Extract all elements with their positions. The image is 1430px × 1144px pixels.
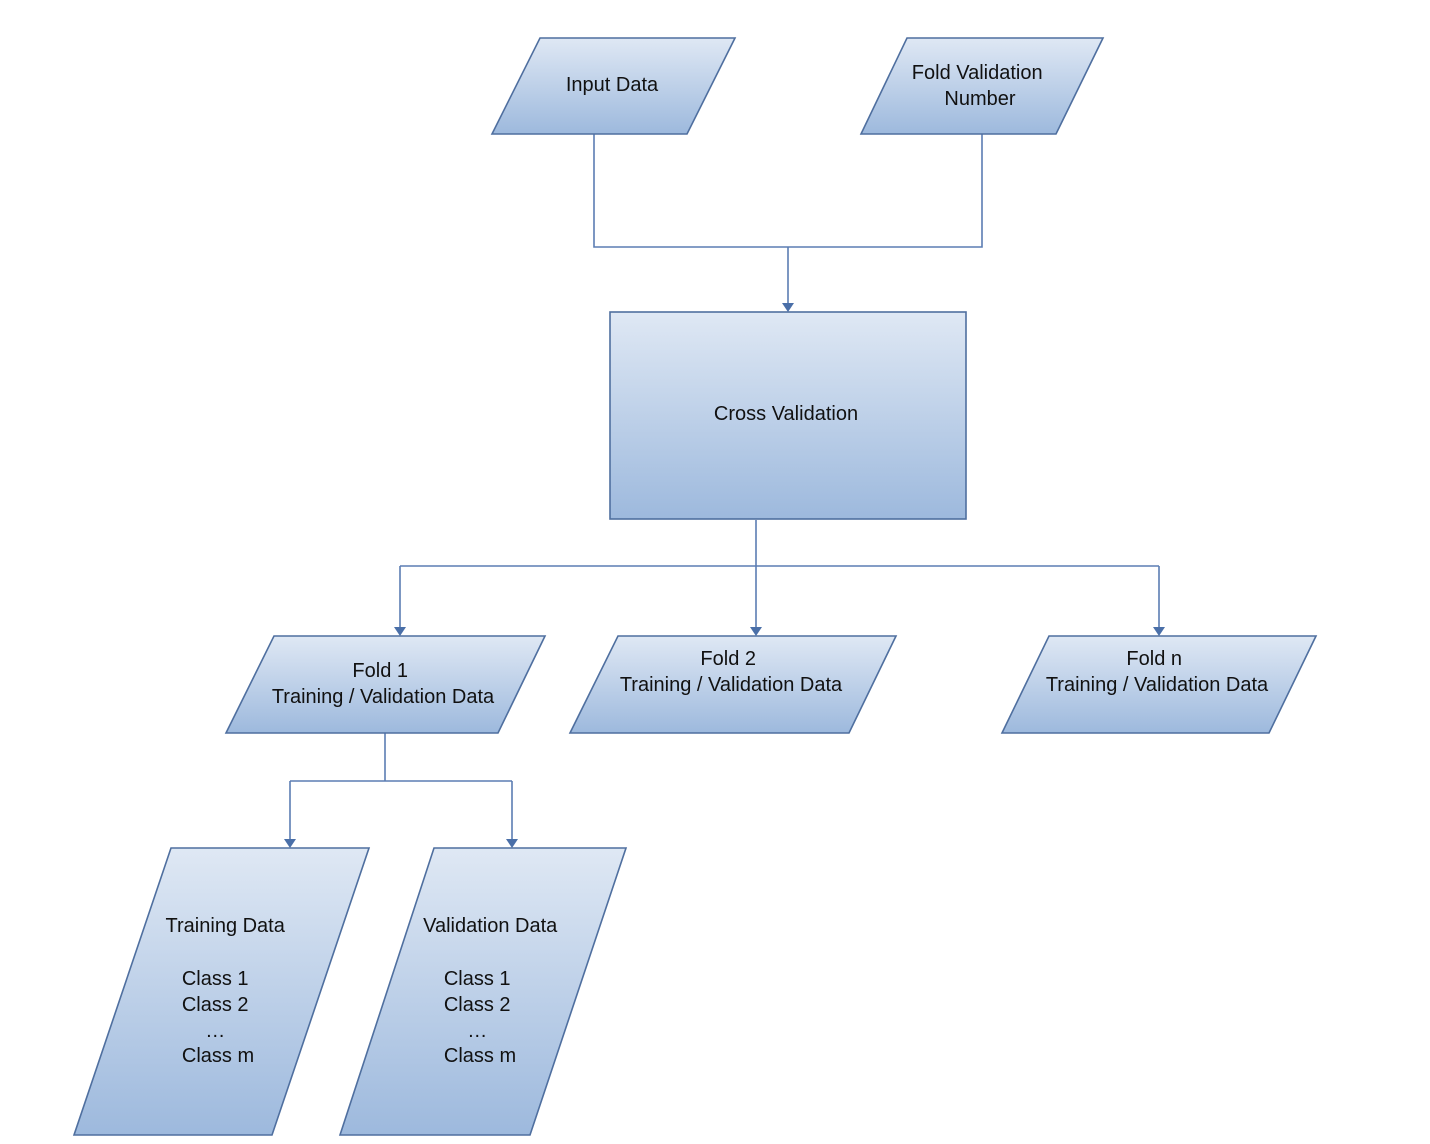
- training-data-ellipsis: …: [205, 1020, 225, 1042]
- fold-1-shape: [224, 635, 547, 734]
- validation-data-label: Validation Data Class 1 Class 2 … Class …: [423, 915, 563, 1067]
- validation-data-class-1: Class 1: [444, 968, 511, 990]
- cross-validation-label: Cross Validation: [714, 403, 858, 425]
- node-training-data: Training Data Class 1 Class 2 … Class m: [72, 847, 371, 1136]
- node-fold-validation-number: Fold Validation Number: [859, 37, 1105, 135]
- validation-data-ellipsis: …: [467, 1020, 487, 1042]
- training-data-class-2: Class 2: [182, 994, 249, 1016]
- fold-n-label: Fold n Training / Validation Data: [1046, 648, 1269, 696]
- fold-2-line-1: Fold 2: [700, 648, 756, 670]
- training-data-shape: [72, 847, 371, 1136]
- connector-input-data: [593, 134, 788, 248]
- connector-fold-validation-number: [788, 134, 983, 248]
- training-data-title: Training Data: [166, 915, 286, 937]
- cross-validation-shape: [609, 311, 967, 520]
- arrow-training-data: [284, 839, 296, 848]
- connectors: [284, 134, 1165, 848]
- fold-2-line-2: Training / Validation Data: [620, 674, 843, 696]
- validation-data-class-m: Class m: [444, 1045, 516, 1067]
- node-fold-1: Fold 1 Training / Validation Data: [224, 635, 547, 734]
- node-cross-validation: Cross Validation: [609, 311, 967, 520]
- fold-validation-number-label: Fold Validation Number: [912, 62, 1048, 110]
- training-data-label: Training Data Class 1 Class 2 … Class m: [166, 915, 291, 1067]
- fold-n-line-1: Fold n: [1126, 648, 1182, 670]
- fold-n-shape: [1000, 635, 1318, 734]
- arrow-fold-n: [1153, 627, 1165, 636]
- arrow-cross-validation: [782, 303, 794, 312]
- input-data-label: Input Data: [566, 74, 659, 96]
- arrow-fold-1: [394, 627, 406, 636]
- input-data-shape: [490, 37, 737, 135]
- node-input-data: Input Data: [490, 37, 737, 135]
- fold-n-line-2: Training / Validation Data: [1046, 674, 1269, 696]
- fold-2-shape: [568, 635, 898, 734]
- fold-1-label: Fold 1 Training / Validation Data: [272, 660, 495, 708]
- validation-data-class-2: Class 2: [444, 994, 511, 1016]
- arrow-fold-2: [750, 627, 762, 636]
- cross-validation-line-1: Cross Validation: [714, 403, 858, 425]
- fold-2-label: Fold 2 Training / Validation Data: [620, 648, 843, 696]
- fold-validation-number-shape: [859, 37, 1105, 135]
- input-data-line-1: Input Data: [566, 74, 659, 96]
- arrow-validation-data: [506, 839, 518, 848]
- node-fold-n: Fold n Training / Validation Data: [1000, 635, 1318, 734]
- fold-1-line-1: Fold 1: [352, 660, 408, 682]
- validation-data-title: Validation Data: [423, 915, 558, 937]
- fold-validation-number-line-2: Number: [944, 88, 1015, 110]
- fold-1-line-2: Training / Validation Data: [272, 686, 495, 708]
- fold-validation-number-line-1: Fold Validation: [912, 62, 1043, 84]
- node-validation-data: Validation Data Class 1 Class 2 … Class …: [338, 847, 628, 1136]
- training-data-class-1: Class 1: [182, 968, 249, 990]
- validation-data-shape: [338, 847, 628, 1136]
- node-fold-2: Fold 2 Training / Validation Data: [568, 635, 898, 734]
- training-data-class-m: Class m: [182, 1045, 254, 1067]
